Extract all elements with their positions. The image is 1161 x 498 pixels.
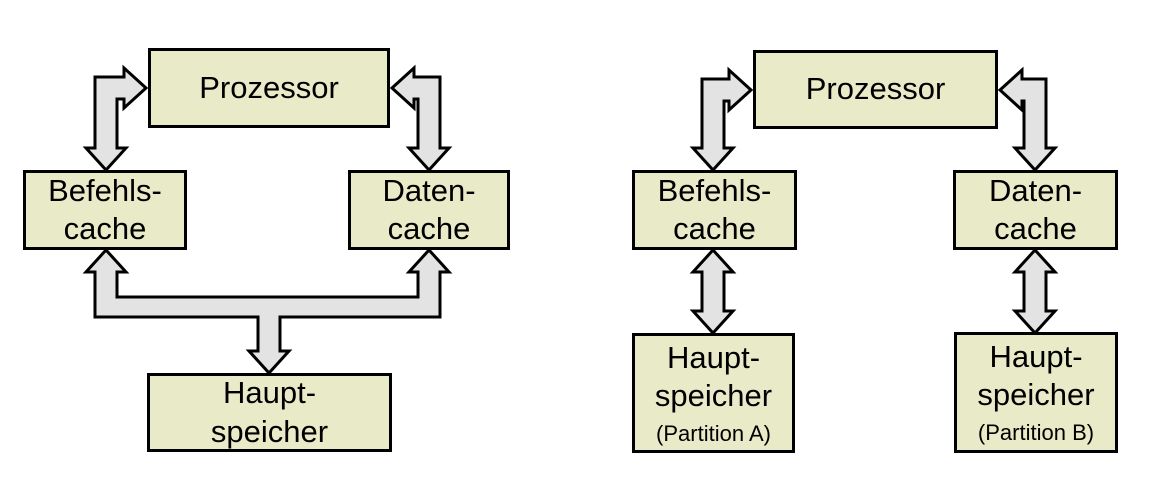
right-main-memory-partition-a-box: Haupt- speicher (Partition A) [632, 333, 795, 453]
right-main-memory-partition-b-box: Haupt- speicher (Partition B) [954, 332, 1118, 453]
right-instruction-cache-box: Befehls- cache [632, 170, 797, 250]
right-main-memory-b-note: (Partition B) [977, 420, 1095, 446]
right-main-memory-a-note: (Partition A) [656, 420, 771, 446]
right-main-memory-a-label: Haupt- speicher [654, 339, 773, 413]
right-processor-label: Prozessor [805, 71, 946, 107]
right-processor-instruction-cache-arrow-icon [689, 66, 754, 173]
left-main-memory-label: Haupt- speicher [210, 375, 329, 449]
right-processor-box: Prozessor [753, 50, 998, 129]
right-main-memory-b-label: Haupt- speicher [977, 339, 1095, 413]
left-instruction-cache-box: Befehls- cache [23, 170, 187, 250]
left-processor-instruction-cache-arrow-icon [82, 64, 149, 173]
right-data-cache-label: Daten- cache [988, 172, 1083, 246]
left-processor-label: Prozessor [199, 69, 339, 105]
right-data-cache-memory-b-arrow-icon [1011, 247, 1059, 336]
left-data-cache-label: Daten- cache [382, 172, 476, 246]
left-processor-box: Prozessor [148, 48, 390, 128]
left-instruction-cache-label: Befehls- cache [48, 172, 162, 246]
left-processor-data-cache-arrow-icon [389, 64, 453, 173]
right-instruction-cache-label: Befehls- cache [657, 172, 772, 246]
left-data-cache-box: Daten- cache [348, 170, 510, 250]
right-instruction-cache-memory-a-arrow-icon [689, 247, 737, 336]
right-processor-data-cache-arrow-icon [997, 66, 1059, 173]
right-data-cache-box: Daten- cache [953, 170, 1118, 250]
left-caches-main-memory-arrow-icon [82, 247, 453, 376]
left-main-memory-box: Haupt- speicher [147, 373, 392, 452]
